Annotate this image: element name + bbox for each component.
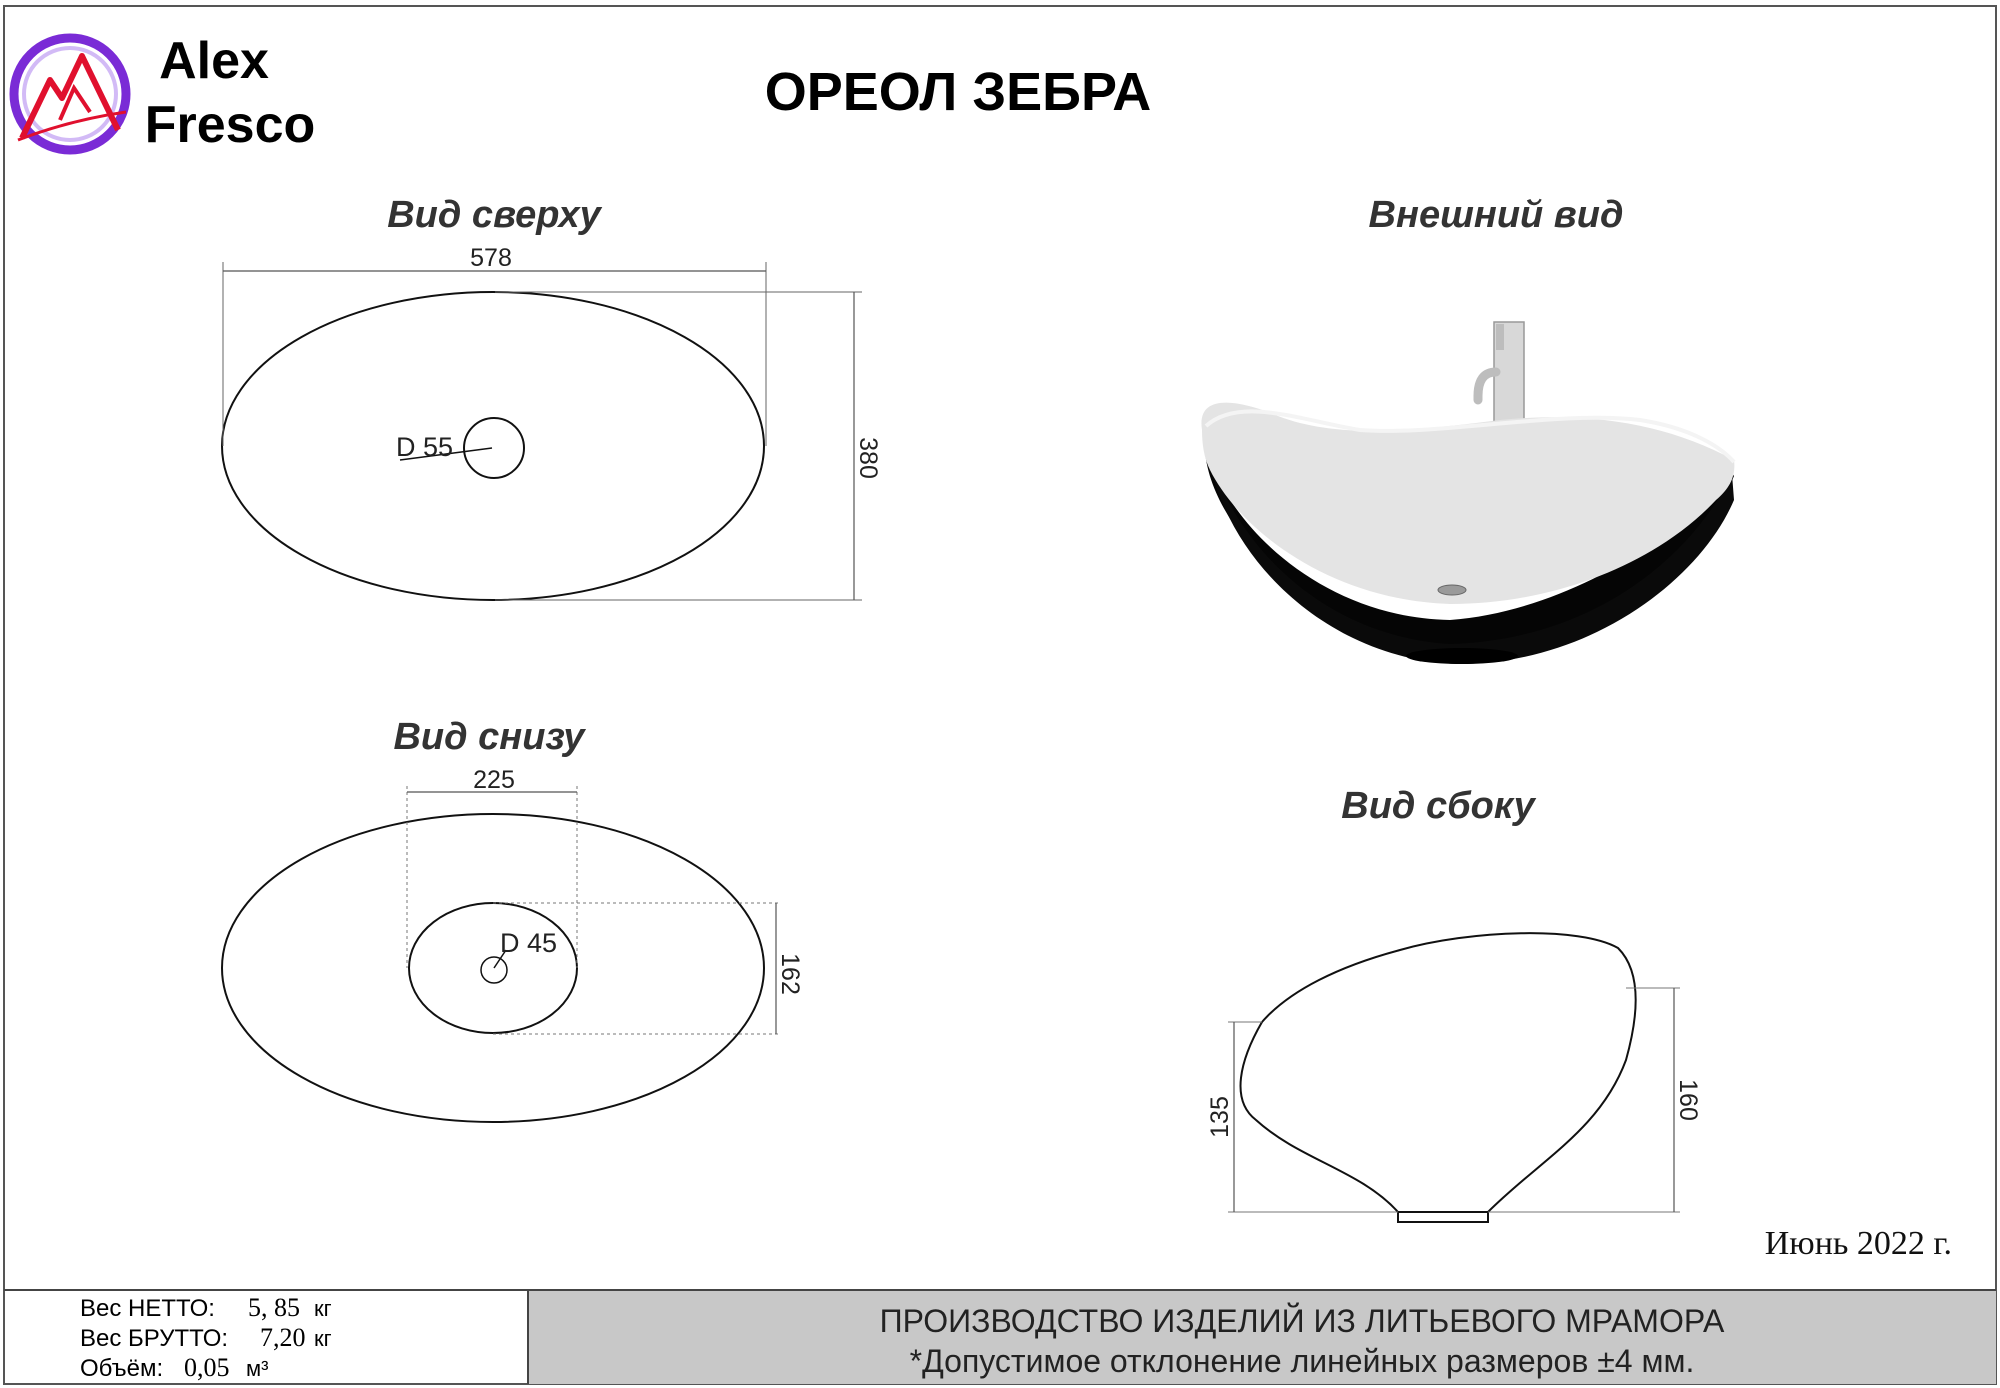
footer-production-line: ПРОИЗВОДСТВО ИЗДЕЛИЙ ИЗ ЛИТЬЕВОГО МРАМОР… <box>880 1303 1725 1339</box>
spec-label: Вес НЕТТО: <box>80 1295 215 1322</box>
bottom-view-drain <box>480 956 508 984</box>
top-width-value: 578 <box>470 244 512 272</box>
basin-foot <box>1406 648 1518 664</box>
top-view: Вид сверху D 55 578 380 <box>221 194 882 601</box>
bottom-height-value: 162 <box>776 953 804 995</box>
top-drain-label: D 55 <box>396 432 453 462</box>
basin-photo <box>1201 321 1736 664</box>
bottom-view-base <box>408 902 578 1034</box>
top-view-outline <box>221 291 765 601</box>
top-view-drain <box>463 417 525 479</box>
spec-unit: кг <box>314 1326 332 1351</box>
exterior-view: Внешний вид <box>1201 194 1736 664</box>
side-right-height-value: 160 <box>1674 1079 1702 1121</box>
product-title: ОРЕОЛ ЗЕБРА <box>765 62 1152 122</box>
brand-name-line1: Alex <box>159 32 269 90</box>
bottom-drain-label: D 45 <box>500 928 557 958</box>
title-block: Вес НЕТТО: 5, 85 кг Вес БРУТТО: 7,20 кг … <box>4 1289 1996 1384</box>
bottom-view: Вид снизу D 45 225 162 <box>221 716 804 1123</box>
sheet-border <box>3 5 1997 1385</box>
side-view: Вид сбоку 135 160 <box>1206 785 1702 1223</box>
basin-outer-body <box>1206 444 1734 664</box>
bottom-drain-leader <box>493 949 507 969</box>
basin-rim-highlight <box>1204 409 1736 464</box>
spec-unit: м³ <box>246 1356 268 1381</box>
basin-outer-shell <box>1204 440 1734 659</box>
basin-drain <box>1437 584 1467 596</box>
side-view-base <box>1397 1211 1489 1223</box>
spec-value: 7,20 <box>260 1323 306 1352</box>
spec-label: Вес БРУТТО: <box>80 1325 228 1352</box>
top-view-heading: Вид сверху <box>387 194 602 236</box>
exterior-view-heading: Внешний вид <box>1369 194 1624 236</box>
spec-unit: кг <box>314 1296 332 1321</box>
brand-emblem-icon <box>9 33 131 155</box>
faucet-spout <box>1473 367 1501 405</box>
footer-band <box>528 1291 1996 1384</box>
spec-row-net: Вес НЕТТО: 5, 85 кг <box>80 1293 332 1322</box>
brand-logo: Alex Fresco <box>9 32 316 155</box>
basin-interior <box>1201 402 1735 604</box>
side-view-outline <box>1239 932 1637 1213</box>
bottom-width-value: 225 <box>473 766 515 794</box>
footer-tolerance-note: *Допустимое отклонение линейных размеров… <box>910 1343 1695 1379</box>
spec-row-gross: Вес БРУТТО: 7,20 кг <box>80 1323 332 1352</box>
side-left-height-value: 135 <box>1206 1096 1234 1138</box>
spec-row-volume: Объём: 0,05 м³ <box>80 1353 268 1382</box>
brand-name-line2: Fresco <box>145 96 316 154</box>
revision-date: Июнь 2022 г. <box>1765 1225 1952 1262</box>
bottom-view-outline <box>221 813 765 1123</box>
bottom-view-heading: Вид снизу <box>393 716 586 758</box>
faucet-handle <box>1496 324 1504 350</box>
top-drain-leader <box>399 447 493 461</box>
top-height-value: 380 <box>854 437 882 479</box>
spec-value: 5, 85 <box>248 1293 300 1322</box>
spec-label: Объём: <box>80 1355 163 1382</box>
spec-value: 0,05 <box>184 1353 230 1382</box>
side-view-heading: Вид сбоку <box>1341 785 1536 827</box>
